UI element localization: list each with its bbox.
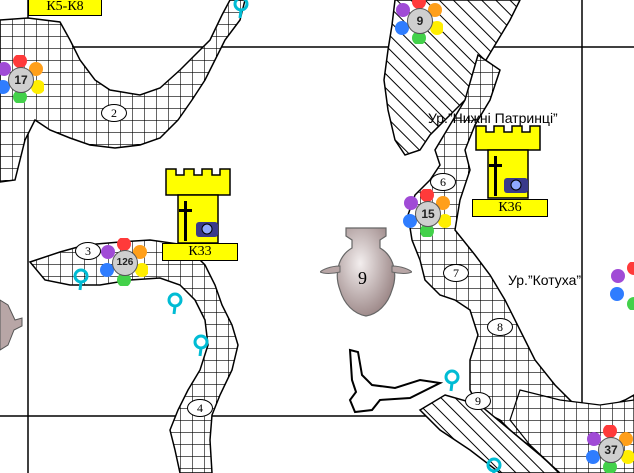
route-point-7: 7 xyxy=(443,264,469,282)
site-count-17: 17 xyxy=(8,67,34,93)
route-point-8: 8 xyxy=(487,318,513,336)
flower-marker-icon: 15 xyxy=(403,188,452,238)
castle-icon xyxy=(165,168,231,244)
vessel-icon xyxy=(320,227,412,317)
terrain-hatched-bottom xyxy=(418,394,562,473)
location-pin-icon xyxy=(73,268,89,291)
tract-label-kotukha: Ур.”Котуха” xyxy=(508,272,582,288)
location-pin-icon xyxy=(444,369,460,392)
castle-label-k33: К33 xyxy=(162,243,238,261)
site-count-37: 37 xyxy=(598,437,624,463)
castle-label-k5-k8: К5-К8 xyxy=(28,0,102,16)
flower-marker-icon: 37 xyxy=(586,424,634,473)
flower-marker-icon: 126 xyxy=(100,237,149,287)
route-point-4: 4 xyxy=(187,399,213,417)
flower-marker-icon: 17 xyxy=(0,54,45,104)
castle-icon xyxy=(475,125,541,199)
route-point-9: 9 xyxy=(465,392,491,410)
route-point-6: 6 xyxy=(430,173,456,191)
flower-marker-icon xyxy=(610,261,634,311)
terrain-top-left xyxy=(0,0,246,183)
tract-label-nyzhni-patrynci: Ур.”Нижні Патринці” xyxy=(428,110,558,126)
site-count-15: 15 xyxy=(415,201,441,227)
location-pin-icon xyxy=(193,334,209,357)
site-count-126: 126 xyxy=(112,250,138,276)
location-pin-icon xyxy=(233,0,249,19)
castle-label-k36: К36 xyxy=(472,199,548,217)
flower-marker-icon: 9 xyxy=(395,0,444,45)
location-pin-icon xyxy=(167,292,183,315)
vessel-count: 9 xyxy=(358,268,367,288)
route-point-2: 2 xyxy=(101,104,127,122)
route-point-3: 3 xyxy=(75,242,101,260)
terrain-outline-bottom xyxy=(348,348,444,414)
vessel-partial-left xyxy=(0,299,23,351)
site-count-9: 9 xyxy=(407,8,433,34)
location-pin-icon xyxy=(486,457,502,473)
